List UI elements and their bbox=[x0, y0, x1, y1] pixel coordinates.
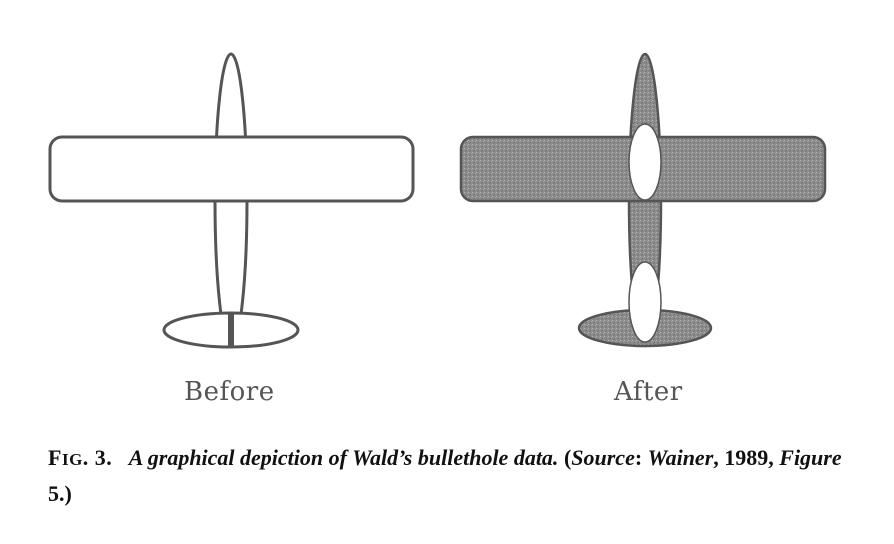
figure-area: Before After bbox=[48, 52, 827, 407]
caption-source-colon: : bbox=[634, 445, 643, 470]
after-airplane bbox=[459, 52, 827, 348]
caption-figure-number: FIG. 3. bbox=[48, 445, 112, 470]
before-airplane bbox=[48, 52, 415, 349]
caption-figure-word: Figure bbox=[779, 445, 842, 470]
caption-fig-big: F bbox=[48, 445, 62, 470]
airplane-diagram bbox=[48, 52, 827, 349]
after-label: After bbox=[614, 377, 683, 407]
caption-figure-ref: 5.) bbox=[48, 481, 72, 506]
after-engine-area-clear bbox=[628, 123, 662, 201]
caption-source-word: Source bbox=[571, 445, 635, 470]
figure-caption: FIG. 3. A graphical depiction of Wald’s … bbox=[48, 441, 858, 511]
caption-author: Wainer bbox=[647, 445, 714, 470]
caption-fig-num: . 3. bbox=[82, 445, 113, 470]
before-label: Before bbox=[184, 377, 275, 407]
caption-source-open: ( bbox=[563, 445, 572, 470]
after-rear-fuselage-clear bbox=[628, 261, 662, 343]
before-wing bbox=[48, 135, 415, 203]
caption-text: A graphical depiction of Wald’s bulletho… bbox=[128, 445, 559, 470]
caption-fig-small: IG bbox=[61, 450, 83, 469]
caption-year: , 1989, bbox=[713, 445, 780, 470]
